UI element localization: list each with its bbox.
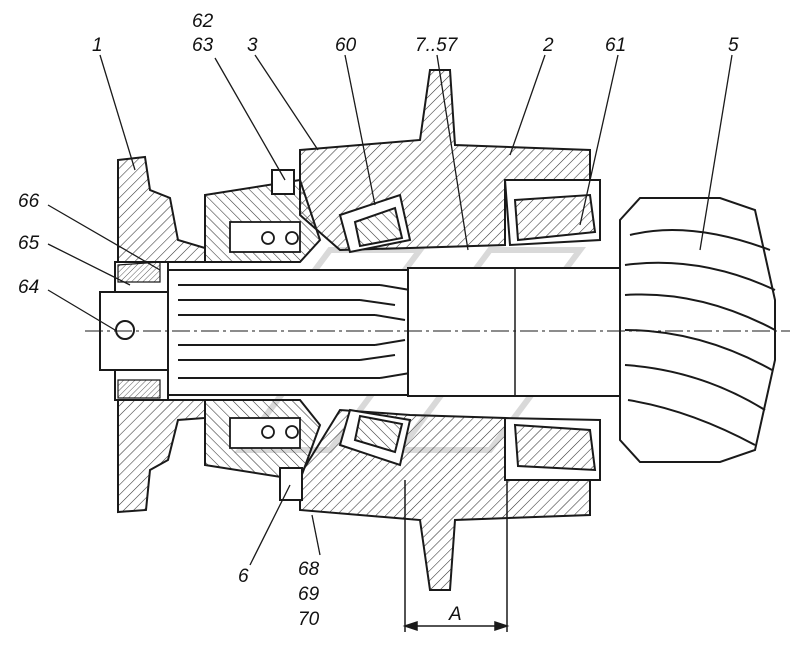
callout-3: 3 xyxy=(247,35,258,56)
cotter-pin-hole xyxy=(115,320,135,340)
bearing-61 xyxy=(503,179,601,481)
callout-68: 68 xyxy=(298,559,320,580)
callout-5: 5 xyxy=(728,35,739,56)
callout-60: 60 xyxy=(335,35,357,56)
bolt-top xyxy=(271,169,295,195)
callout-65: 65 xyxy=(18,233,40,254)
seals xyxy=(229,221,301,449)
callout-61: 61 xyxy=(605,35,627,56)
bearing-60 xyxy=(338,193,412,467)
dimension-label-a: A xyxy=(449,604,462,625)
callout-2: 2 xyxy=(543,35,554,56)
callout-7-57: 7..57 xyxy=(415,35,458,56)
callout-64: 64 xyxy=(18,277,40,298)
callout-1: 1 xyxy=(92,35,103,56)
callout-69: 69 xyxy=(298,584,320,605)
callout-70: 70 xyxy=(298,609,320,630)
callout-66: 66 xyxy=(18,191,40,212)
callout-62: 62 xyxy=(192,11,214,32)
splined-shaft xyxy=(167,269,411,396)
callout-6: 6 xyxy=(238,566,249,587)
dimension-a xyxy=(402,480,510,632)
leader-lines xyxy=(47,54,733,566)
pinion-gear-5 xyxy=(619,197,776,463)
bolt-bottom xyxy=(279,467,303,501)
callout-63: 63 xyxy=(192,35,214,56)
